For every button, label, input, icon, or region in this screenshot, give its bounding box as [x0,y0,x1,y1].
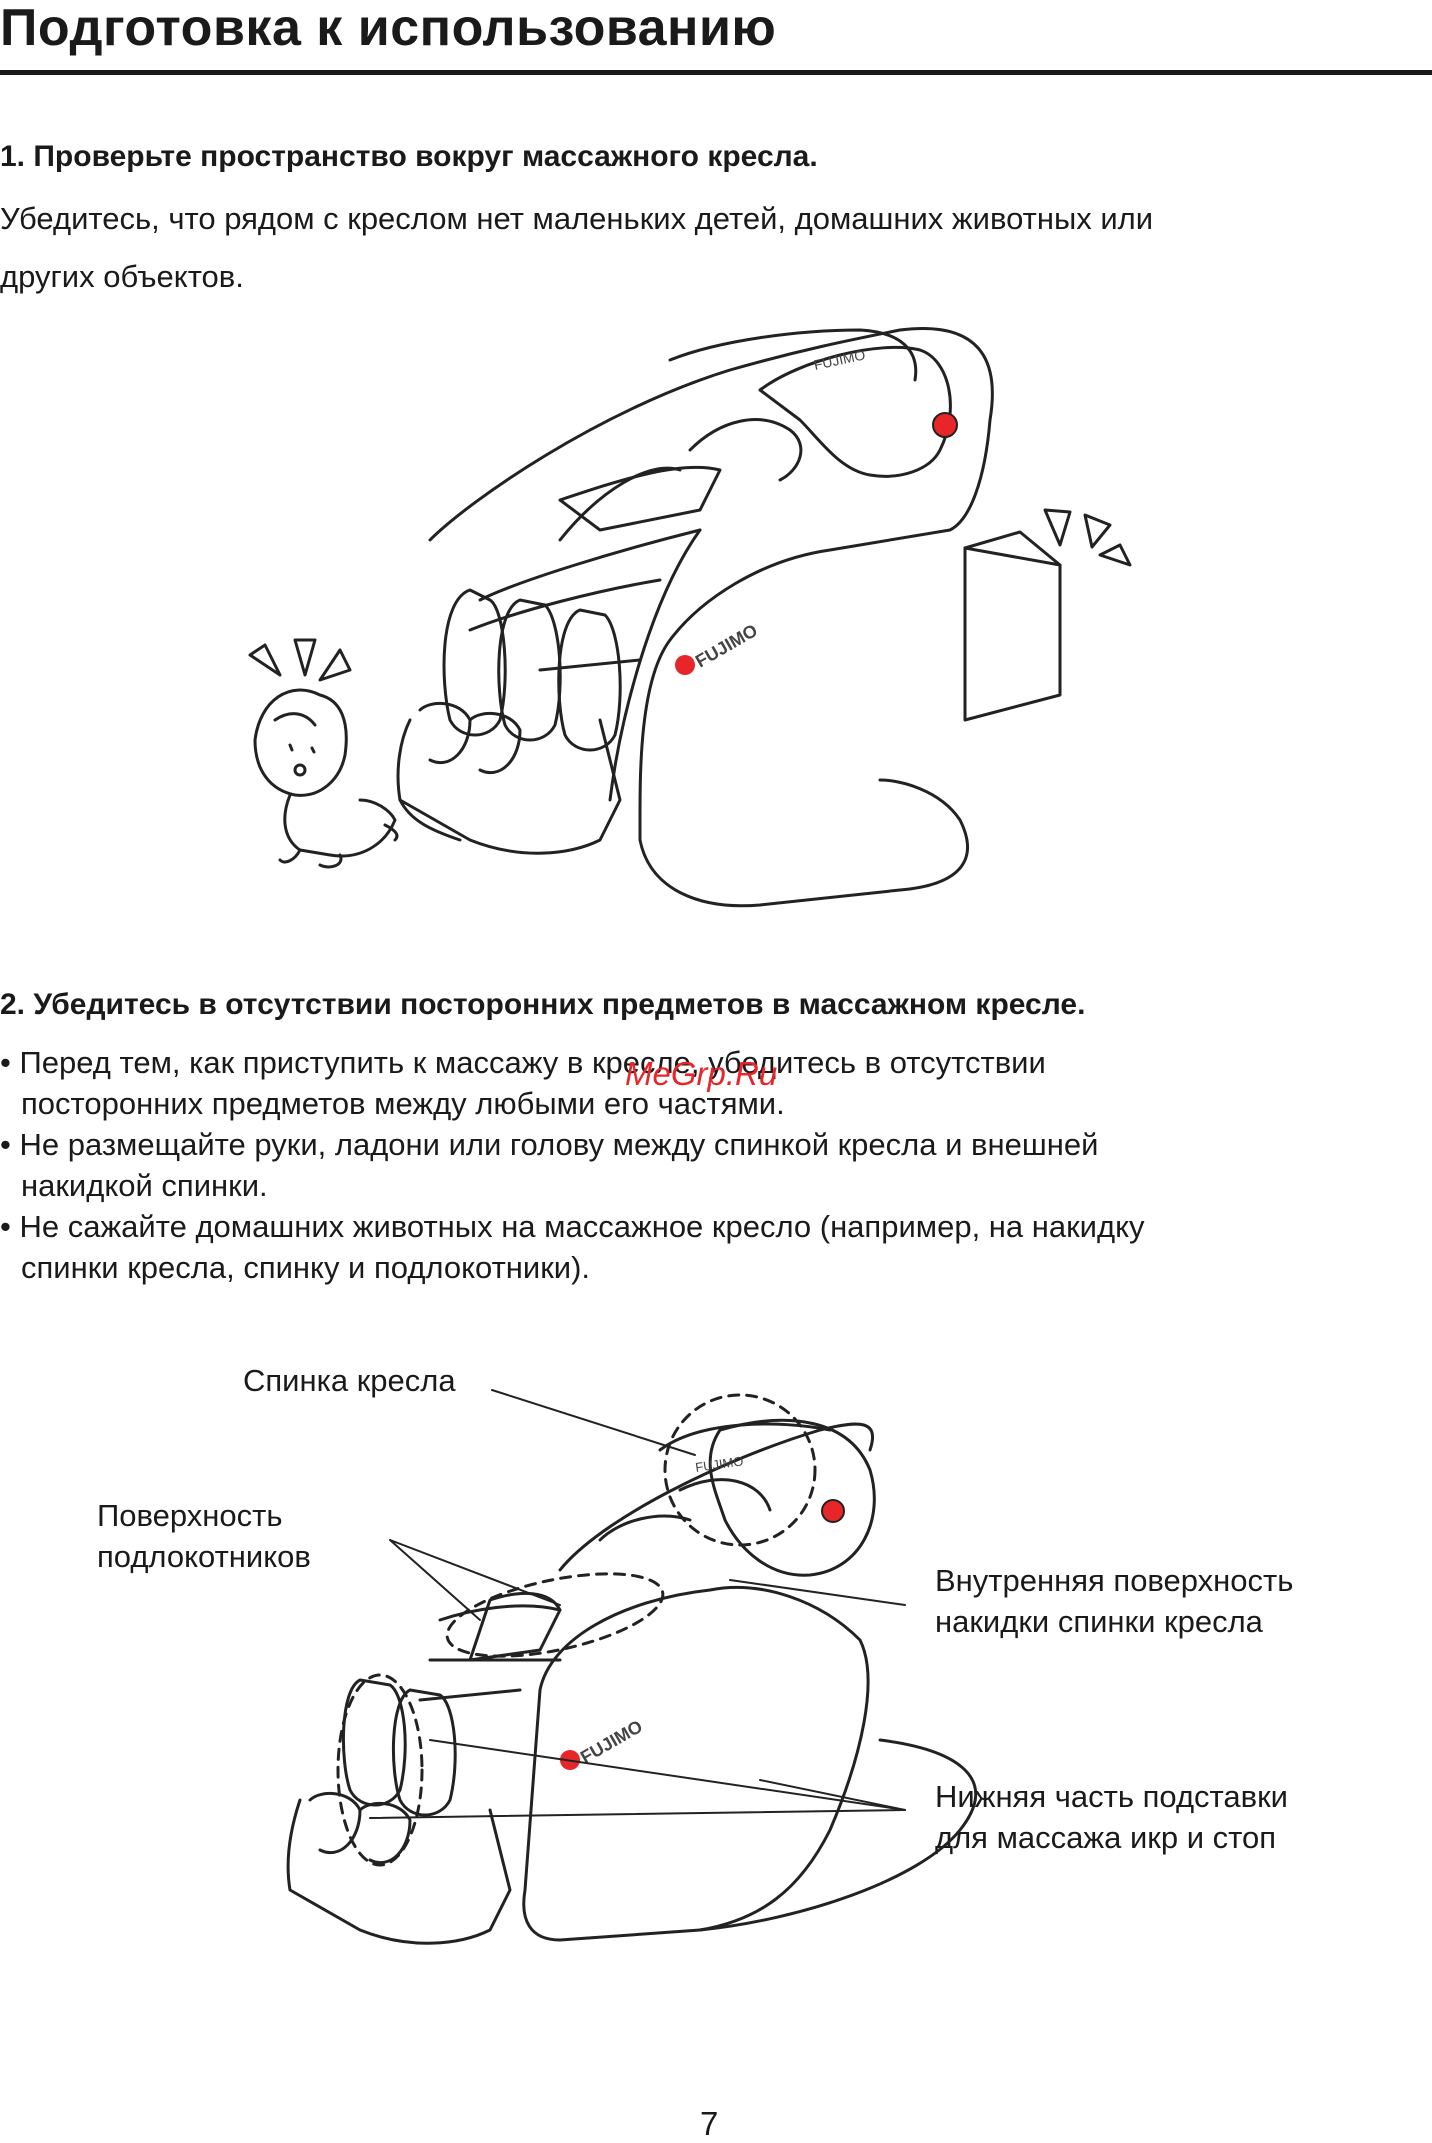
bullet-item: • Не сажайте домашних животных на массаж… [0,1206,1145,1288]
bullet-line: • Перед тем, как приступить к массажу в … [0,1045,1046,1080]
bullet-line: посторонних предметов между любыми его ч… [21,1086,785,1121]
label-line: для массажа икр и стоп [935,1820,1276,1855]
figure-chair-surroundings: FUJIMO FUJIMO [248,327,1132,908]
section1-heading: 1. Проверьте пространство вокруг массажн… [0,140,818,173]
watermark: MeGrp.Ru [625,1055,778,1092]
leader-inner-cover [729,1579,906,1606]
leader-leg-rest [429,1739,906,1811]
label-backrest: Спинка кресла [243,1363,456,1398]
label-armrest: Поверхность подлокотников [97,1495,311,1577]
highlight-leg-rest [336,1673,424,1867]
page-title: Подготовка к использованию [0,0,777,57]
chair-brand-side: FUJIMO [577,1716,646,1767]
bullet-line: • Не сажайте домашних животных на массаж… [0,1209,1145,1244]
bullet-line: спинки кресла, спинку и подлокотники). [21,1250,591,1285]
label-line: подлокотников [97,1539,311,1574]
highlight-backrest [663,1393,817,1547]
leader-armrest [389,1539,561,1606]
label-line: Поверхность [97,1498,283,1533]
bullet-item: • Перед тем, как приступить к массажу в … [0,1042,1145,1124]
section2-heading: 2. Убедитесь в отсутствии посторонних пр… [0,988,1086,1021]
figure-chair-parts: FUJIMO FUJIMO [286,1389,978,1945]
section2-bullets: • Перед тем, как приступить к массажу в … [0,1042,1145,1288]
chair-brand-side: FUJIMO [692,620,761,671]
section1-text: Убедитесь, что рядом с креслом нет мален… [0,190,1153,306]
chair-brand-top: FUJIMO [694,1453,744,1475]
label-inner-cover: Внутренняя поверхность накидки спинки кр… [935,1560,1293,1642]
leader-leg-rest [759,1779,906,1811]
highlight-regions [336,1393,817,1867]
title-divider [0,70,1432,75]
chair-brand-top: FUJIMO [812,346,866,373]
massage-chair [396,327,994,908]
leader-backrest [491,1389,696,1456]
massage-chair [286,1418,978,1945]
highlight-armrest [445,1572,665,1658]
label-line: Внутренняя поверхность [935,1563,1294,1598]
box-object [963,530,1062,722]
leader-lines [369,1389,906,1819]
section1-line: Убедитесь, что рядом с креслом нет мален… [0,201,1154,236]
crawling-baby [253,688,399,869]
label-line: накидки спинки кресла [935,1604,1263,1639]
leader-armrest [389,1539,481,1621]
leader-leg-rest [369,1809,906,1819]
bullet-item: • Не размещайте руки, ладони или голову … [0,1124,1145,1206]
bullet-line: накидкой спинки. [21,1168,268,1203]
label-leg-rest: Нижняя часть подставки для массажа икр и… [935,1776,1288,1858]
section1-line: других объектов. [0,259,244,294]
alert-marks-left [248,638,352,682]
page-number: 7 [700,2105,719,2142]
label-line: Нижняя часть подставки [935,1779,1288,1814]
bullet-line: • Не размещайте руки, ладони или голову … [0,1127,1099,1162]
alert-marks-right [1043,508,1132,567]
